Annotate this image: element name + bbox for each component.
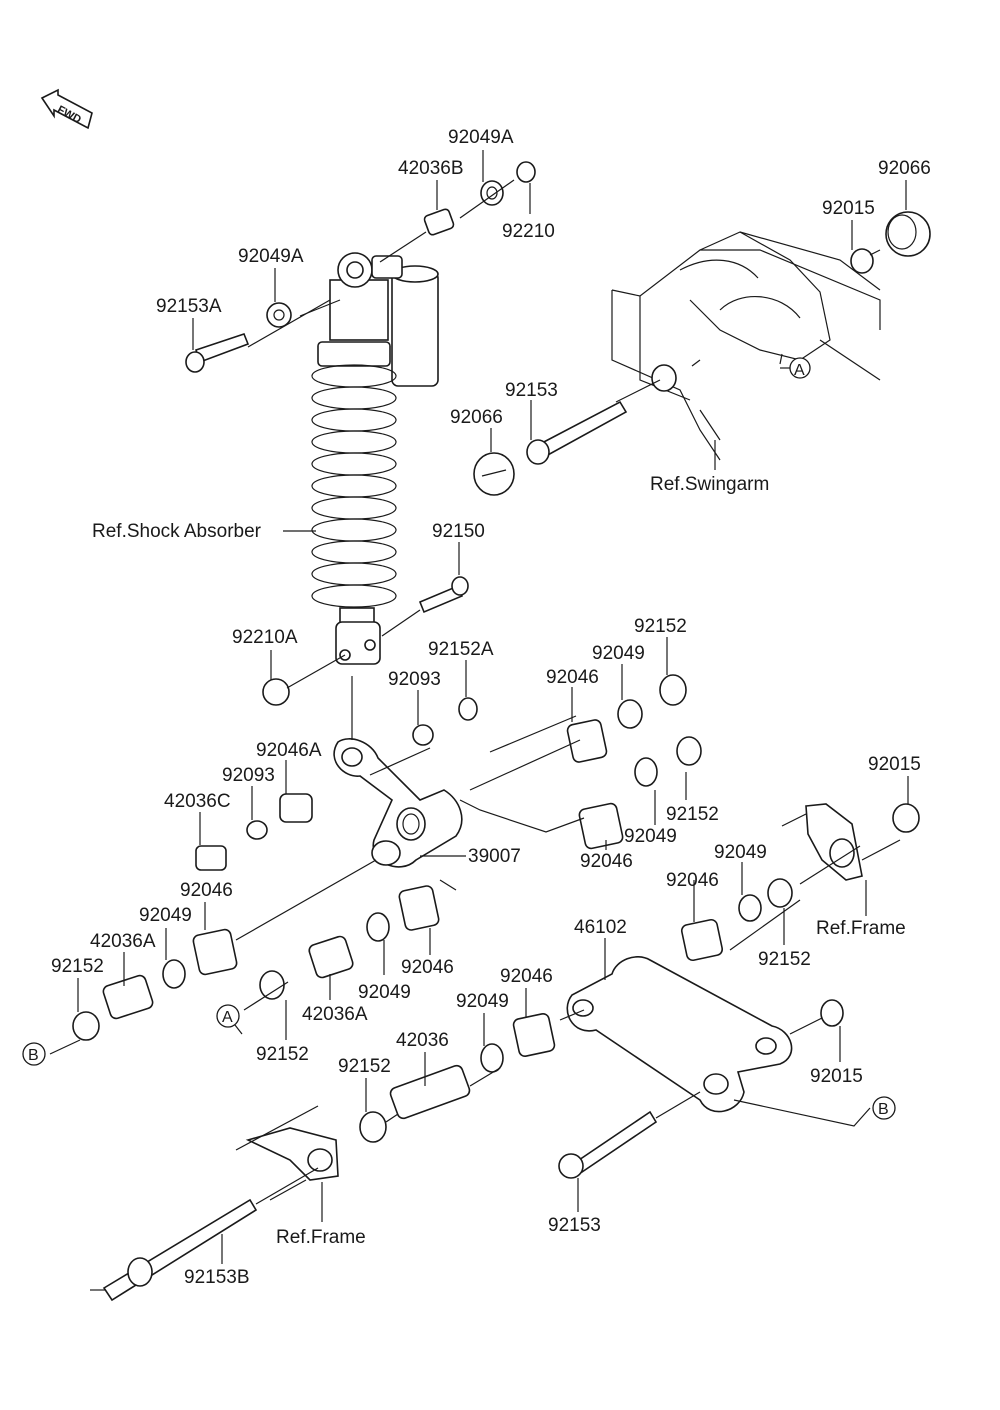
rocker-arm-illustration	[333, 738, 463, 868]
part-label: 92046	[180, 880, 233, 901]
part-label: 92152	[338, 1056, 391, 1077]
part-label: 92049	[358, 982, 411, 1003]
part-label: 42036A	[90, 931, 156, 952]
ref-frame-bottom-label: Ref.Frame	[276, 1227, 366, 1248]
part-label: 92152	[758, 949, 811, 970]
part-label: 42036C	[164, 791, 231, 812]
part-label: 42036A	[302, 1004, 368, 1025]
part-label: 92046	[580, 851, 633, 872]
part-label: 92049	[139, 905, 192, 926]
part-label: 92210A	[232, 627, 298, 648]
part-label: 92153A	[156, 296, 222, 317]
part-label: 92152	[256, 1044, 309, 1065]
part-label: 92066	[878, 158, 931, 179]
part-label: 92153	[505, 380, 558, 401]
part-label: 42036	[396, 1030, 449, 1051]
part-label: 92049A	[238, 246, 304, 267]
part-label: 42036B	[398, 158, 464, 179]
marker-A-left: A	[222, 1009, 233, 1026]
part-label: 92152A	[428, 639, 494, 660]
part-label: 92152	[51, 956, 104, 977]
leader-lines	[49, 150, 909, 1264]
small-parts-illustrations	[72, 161, 931, 1302]
part-label: 92049	[624, 826, 677, 847]
marker-B-right: B	[878, 1101, 889, 1118]
part-label: 92015	[822, 198, 875, 219]
part-label: 92046	[401, 957, 454, 978]
part-number-labels: 92049A 42036B 92210 92066 92015 92049A 9…	[51, 127, 931, 1288]
frame-bracket-bottom-illustration	[235, 1105, 339, 1201]
part-label: 92066	[450, 407, 503, 428]
frame-bracket-right-illustration	[781, 803, 901, 881]
part-label: 92153B	[184, 1267, 250, 1288]
part-label: 92049	[714, 842, 767, 863]
ref-markers: A A B B	[22, 357, 896, 1120]
part-label: 92153	[548, 1215, 601, 1236]
shock-absorber-illustration	[311, 252, 439, 665]
part-label: 92046	[666, 870, 719, 891]
part-label: 92046	[546, 667, 599, 688]
part-label: 92093	[222, 765, 275, 786]
tie-rod-illustration	[566, 956, 793, 1113]
marker-B-left: B	[28, 1047, 39, 1064]
fwd-arrow-icon: FWD	[40, 88, 93, 130]
part-label: 92046A	[256, 740, 322, 761]
part-label: 92152	[634, 616, 687, 637]
part-label: 39007	[468, 846, 521, 867]
shock-spring-coils	[311, 364, 397, 608]
part-label: 92049	[456, 991, 509, 1012]
ref-swingarm-label: Ref.Swingarm	[650, 474, 769, 495]
part-label: 92210	[502, 221, 555, 242]
part-label: 92015	[810, 1066, 863, 1087]
part-label: 92049	[592, 643, 645, 664]
part-label: 46102	[574, 917, 627, 938]
part-label: 92049A	[448, 127, 514, 148]
part-label: 92015	[868, 754, 921, 775]
part-label: 92152	[666, 804, 719, 825]
marker-A-swingarm: A	[794, 362, 805, 379]
part-label: 92093	[388, 669, 441, 690]
part-label: 92150	[432, 521, 485, 542]
ref-shock-absorber-label: Ref.Shock Absorber	[92, 521, 262, 542]
ref-frame-right-label: Ref.Frame	[816, 918, 906, 939]
part-label: 92046	[500, 966, 553, 987]
swingarm-illustration	[611, 231, 881, 461]
